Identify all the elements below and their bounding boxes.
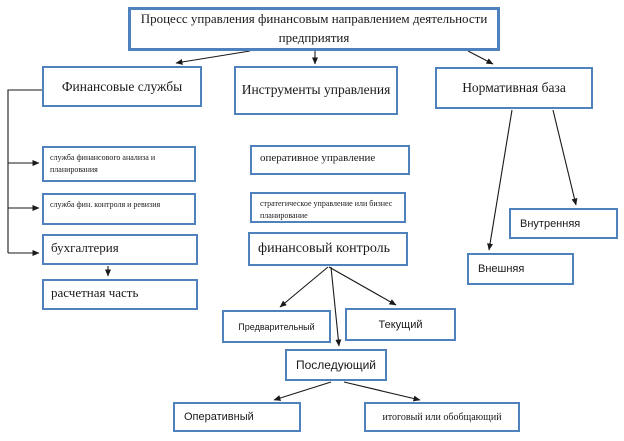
node-subsequent-control-label: Последующий <box>296 358 376 372</box>
node-final-summarizing-control-label: итоговый или обобщающий <box>382 411 502 423</box>
node-external-base-label: Внешняя <box>478 263 525 275</box>
node-financial-analysis-service: служба финансового анализа и планировани… <box>42 146 196 182</box>
node-preliminary-control: Предварительный <box>222 310 331 343</box>
node-accounting-label: бухгалтерия <box>51 240 119 255</box>
node-process-title-label: Процесс управления финансовым направлени… <box>140 11 488 45</box>
node-strategic-management-label: стратегическое управление или бизнес пла… <box>260 199 393 220</box>
node-operational-management: оперативное управление <box>250 145 410 175</box>
node-final-summarizing-control: итоговый или обобщающий <box>364 402 520 432</box>
node-operational-control-label: Оперативный <box>184 411 254 423</box>
node-current-control: Текущий <box>345 308 456 341</box>
node-financial-services: Финансовые службы <box>42 66 202 107</box>
node-internal-base-label: Внутренняя <box>520 217 581 230</box>
node-operational-control: Оперативный <box>173 402 301 432</box>
node-financial-control-revision-service: служба фин. контроля и ревизия <box>42 193 196 225</box>
node-financial-control: финансовый контроль <box>248 232 408 266</box>
node-management-instruments-label: Инструменты управления <box>241 82 391 98</box>
node-financial-analysis-service-label: служба финансового анализа и планировани… <box>50 153 156 174</box>
node-operational-management-label: оперативное управление <box>260 152 376 164</box>
node-normative-base: Нормативная база <box>435 67 593 109</box>
node-settlement-department-label: расчетная часть <box>51 285 139 300</box>
node-process-title: Процесс управления финансовым направлени… <box>128 7 500 51</box>
node-accounting: бухгалтерия <box>42 234 198 265</box>
node-internal-base: Внутренняя <box>509 208 618 239</box>
node-preliminary-control-label: Предварительный <box>238 321 315 332</box>
node-financial-services-label: Финансовые службы <box>61 78 183 94</box>
node-management-instruments: Инструменты управления <box>234 66 398 115</box>
node-current-control-label: Текущий <box>378 318 423 331</box>
node-external-base: Внешняя <box>467 253 574 285</box>
node-subsequent-control: Последующий <box>285 349 387 381</box>
node-normative-base-label: Нормативная база <box>462 80 566 95</box>
node-strategic-management: стратегическое управление или бизнес пла… <box>250 192 406 223</box>
node-settlement-department: расчетная часть <box>42 279 198 310</box>
node-financial-control-label: финансовый контроль <box>258 241 391 256</box>
node-financial-control-revision-service-label: служба фин. контроля и ревизия <box>50 200 161 209</box>
